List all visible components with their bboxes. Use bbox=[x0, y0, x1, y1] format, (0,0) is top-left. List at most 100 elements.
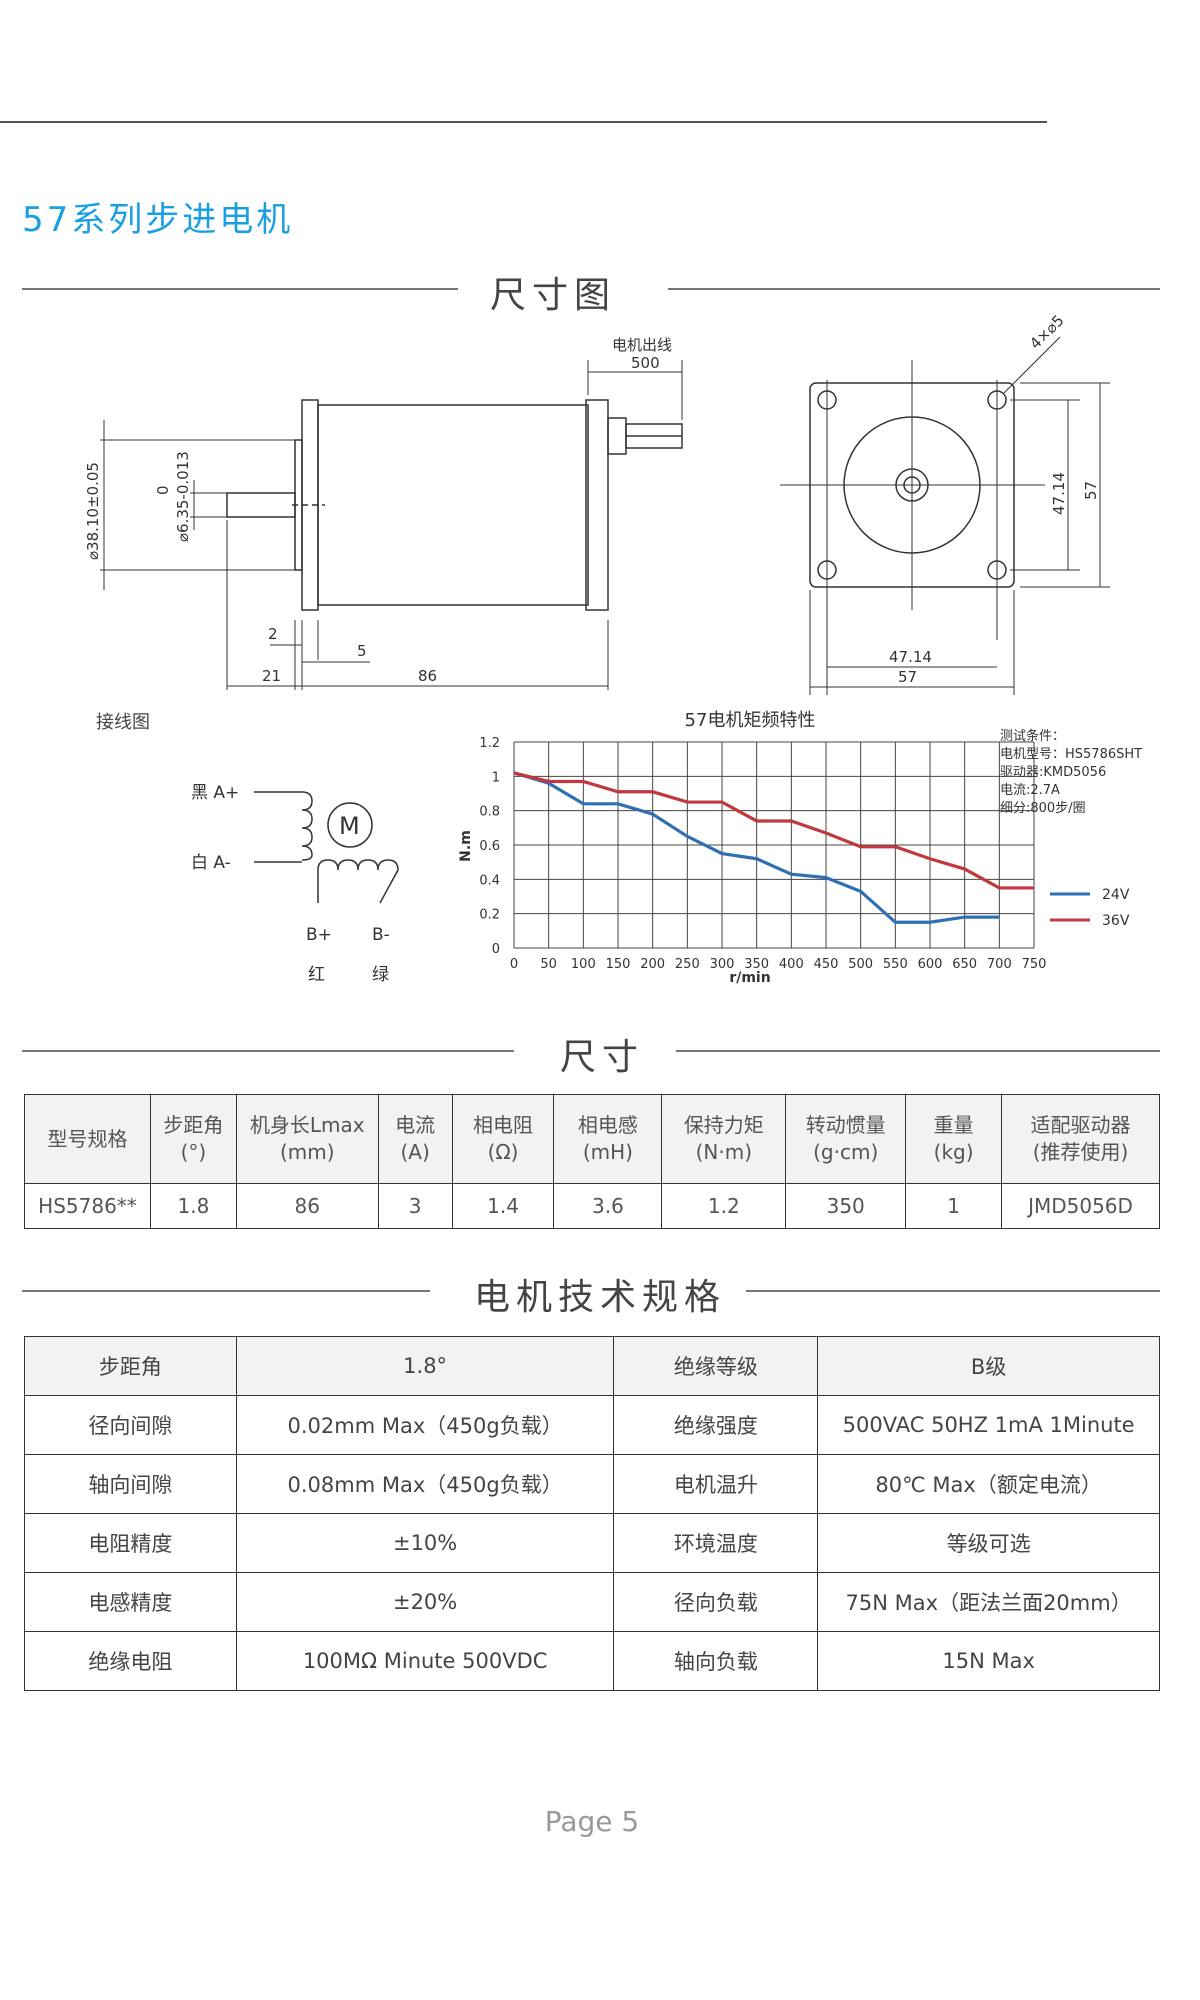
y-tick-label: 0.8 bbox=[479, 805, 500, 820]
tech-label: 绝缘强度 bbox=[613, 1395, 819, 1455]
tech-label: 电阻精度 bbox=[24, 1513, 237, 1573]
spec-header-1: 步距角 (°) bbox=[149, 1094, 237, 1184]
tech-label: 轴向负载 bbox=[613, 1631, 819, 1691]
wire-red: 红 bbox=[308, 965, 325, 985]
x-tick-label: 150 bbox=[606, 957, 631, 972]
x-tick-label: 700 bbox=[987, 957, 1012, 972]
spec-header-line: 相电阻 bbox=[473, 1113, 534, 1137]
tech-value: B级 bbox=[817, 1336, 1160, 1396]
wire-a-minus: 白 A- bbox=[191, 853, 231, 873]
spec-header-3: 电流(A) bbox=[377, 1094, 453, 1184]
dimension-spec-table: 型号规格步距角(°)机身长Lmax(mm)电流(A)相电阻(Ω)相电感(mH)保… bbox=[24, 1094, 1160, 1229]
spec-header-line: (A) bbox=[400, 1140, 430, 1164]
x-tick-label: 550 bbox=[883, 957, 908, 972]
tech-label: 绝缘等级 bbox=[613, 1336, 819, 1396]
dia-635: ⌀6.35-0.013 bbox=[174, 451, 192, 542]
spec-header-row: 型号规格步距角(°)机身长Lmax(mm)电流(A)相电阻(Ω)相电感(mH)保… bbox=[24, 1094, 1160, 1184]
spec-cell-6: 1.2 bbox=[661, 1183, 787, 1229]
section-rule-left-2 bbox=[22, 1050, 514, 1052]
spec-header-line: (kg) bbox=[933, 1140, 974, 1164]
tech-value: 15N Max bbox=[817, 1631, 1160, 1691]
shaft-tol: 0 bbox=[154, 485, 172, 495]
spec-header-8: 重量 (kg) bbox=[905, 1094, 1003, 1184]
x-tick-label: 600 bbox=[918, 957, 943, 972]
motor-symbol: M bbox=[339, 812, 360, 840]
tech-label: 步距角 bbox=[24, 1336, 237, 1396]
spec-header-2: 机身长Lmax (mm) bbox=[235, 1094, 379, 1184]
tech-label: 电机温升 bbox=[613, 1454, 819, 1514]
section-title-tech: 电机技术规格 bbox=[474, 1277, 727, 1318]
top-rule bbox=[0, 121, 1047, 123]
wire-b-minus: B- bbox=[372, 925, 390, 945]
x-tick-label: 750 bbox=[1022, 957, 1047, 972]
dim-57-h: 57 bbox=[898, 668, 917, 686]
y-tick-label: 0.4 bbox=[479, 873, 500, 888]
wire-a-plus: 黑 A+ bbox=[191, 783, 239, 803]
dim-86: 86 bbox=[418, 667, 437, 685]
y-tick-label: 1.2 bbox=[479, 736, 500, 751]
motor-body bbox=[317, 404, 589, 606]
legend-label: 36V bbox=[1102, 913, 1130, 929]
page-title: 57系列步进电机 bbox=[22, 200, 294, 240]
tech-value: 100MΩ Minute 500VDC bbox=[235, 1631, 615, 1691]
spec-header-line: (°) bbox=[180, 1140, 207, 1164]
spec-header-6: 保持力矩(N·m) bbox=[661, 1094, 787, 1184]
spec-header-7: 转动惯量(g·cm) bbox=[785, 1094, 907, 1184]
spec-header-line: (mm) bbox=[279, 1140, 335, 1164]
spec-header-line: 重量 bbox=[933, 1113, 974, 1137]
section-rule-left-3 bbox=[22, 1290, 430, 1292]
chart-note: 电机型号：HS5786SHT bbox=[1000, 747, 1142, 762]
x-tick-label: 300 bbox=[710, 957, 735, 972]
technical-drawing: 电机出线 500 ⌀38.10±0.05 0 ⌀6.35-0.013 2 5 2… bbox=[84, 311, 1110, 695]
tech-label: 绝缘电阻 bbox=[24, 1631, 237, 1691]
dia-38: ⌀38.10±0.05 bbox=[84, 462, 102, 560]
spec-header-line: 步距角 bbox=[163, 1113, 224, 1137]
section-rule-right-2 bbox=[676, 1050, 1160, 1052]
chart-ylabel: N.m bbox=[458, 830, 474, 862]
chart-xlabel: r/min bbox=[729, 970, 770, 986]
x-tick-label: 50 bbox=[540, 957, 557, 972]
x-tick-label: 500 bbox=[848, 957, 873, 972]
tech-value: 0.08mm Max（450g负载） bbox=[235, 1454, 615, 1514]
spec-cell-3: 3 bbox=[377, 1183, 453, 1229]
spec-cell-7: 350 bbox=[785, 1183, 907, 1229]
dim-21: 21 bbox=[262, 667, 281, 685]
section-rule-right-3 bbox=[746, 1290, 1160, 1292]
shaft bbox=[226, 492, 296, 518]
legend-label: 24V bbox=[1102, 887, 1130, 903]
dim-57-v: 57 bbox=[1082, 481, 1100, 500]
tech-label: 电感精度 bbox=[24, 1572, 237, 1632]
tech-value: 等级可选 bbox=[817, 1513, 1160, 1573]
chart-title: 57电机矩频特性 bbox=[685, 710, 816, 731]
spec-cell-9: JMD5056D bbox=[1001, 1183, 1160, 1229]
section-title-dimensions: 尺寸 bbox=[560, 1037, 645, 1078]
spec-header-4: 相电阻(Ω) bbox=[451, 1094, 555, 1184]
spec-header-line: 型号规格 bbox=[47, 1126, 128, 1151]
x-tick-label: 0 bbox=[510, 957, 518, 972]
y-tick-label: 0 bbox=[492, 942, 500, 957]
dim-4714-h: 47.14 bbox=[889, 648, 932, 666]
hole-spec: 4×⌀5 bbox=[1026, 311, 1067, 352]
spec-cell-4: 1.4 bbox=[451, 1183, 555, 1229]
wire-green: 绿 bbox=[372, 965, 389, 985]
chart-note: 测试条件： bbox=[1000, 728, 1065, 744]
y-tick-label: 1 bbox=[492, 770, 500, 785]
x-tick-label: 400 bbox=[779, 957, 804, 972]
wiring-title: 接线图 bbox=[96, 712, 150, 733]
spec-header-line: (推荐使用) bbox=[1032, 1140, 1129, 1164]
spec-cell-5: 3.6 bbox=[553, 1183, 663, 1229]
x-tick-label: 250 bbox=[675, 957, 700, 972]
tech-value: ±20% bbox=[235, 1572, 615, 1632]
section-rule-left bbox=[22, 288, 458, 290]
dim-4714-v: 47.14 bbox=[1050, 472, 1068, 515]
spec-header-line: 机身长Lmax bbox=[249, 1113, 365, 1137]
lead-length: 500 bbox=[631, 354, 660, 372]
tech-value: 1.8° bbox=[235, 1336, 615, 1396]
spec-header-line: 转动惯量 bbox=[805, 1113, 886, 1137]
